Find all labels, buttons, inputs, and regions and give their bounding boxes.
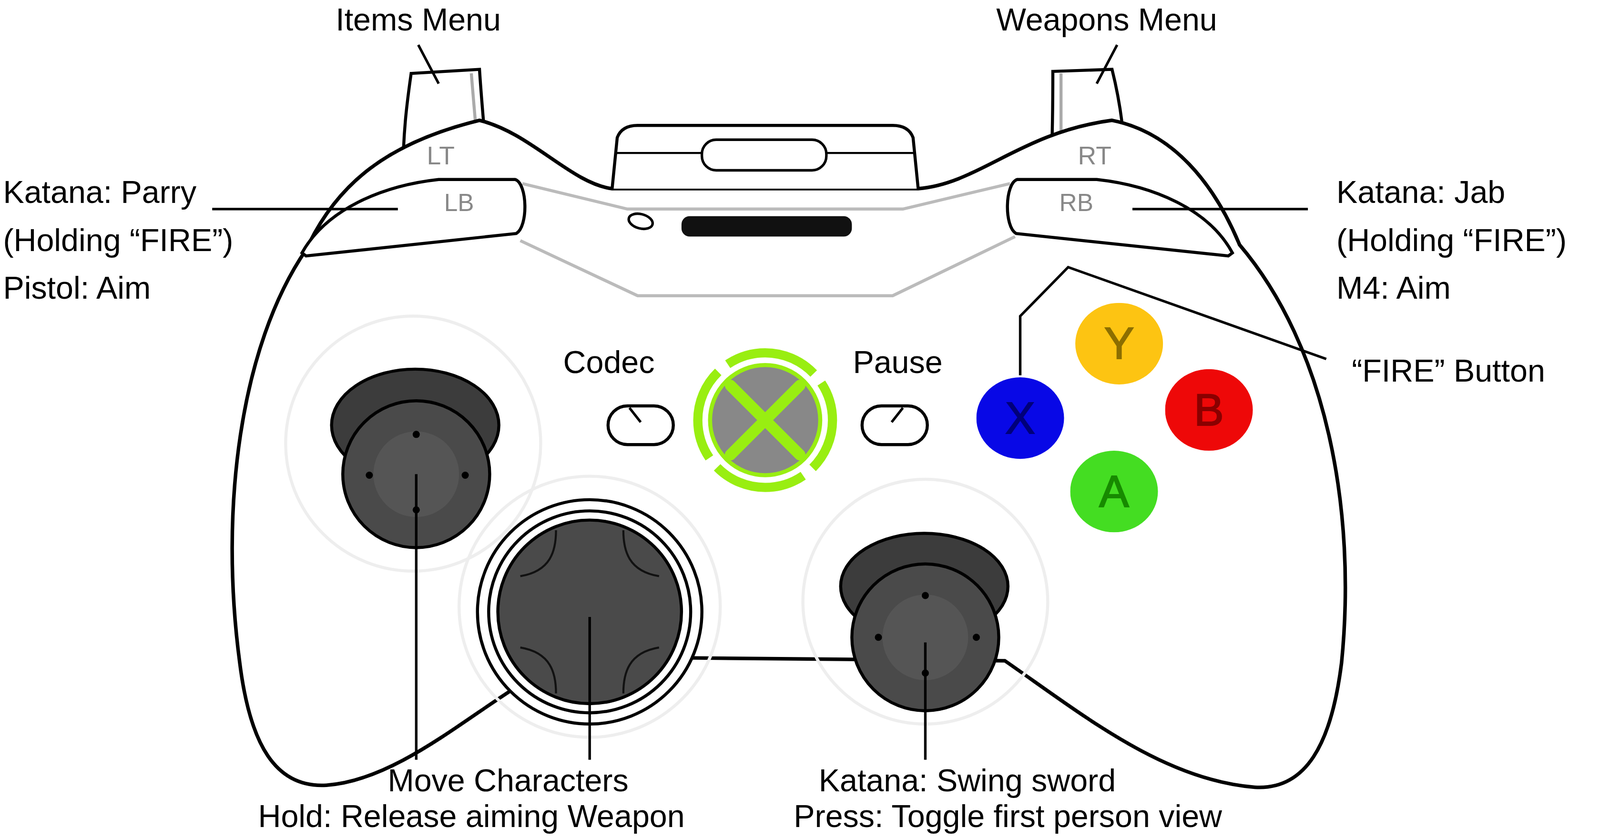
callout-label: Move Characters <box>387 764 629 797</box>
callout-label: Press: Toggle first person view <box>793 800 1223 833</box>
face-button: Y <box>1075 303 1163 385</box>
trigger-button: LT <box>415 139 467 171</box>
callout-label: Hold: Release aiming Weapon <box>258 800 685 833</box>
button-letter: Y <box>1104 321 1135 367</box>
face-button: X <box>976 377 1064 459</box>
callout-label: Katana: Parry <box>2 176 197 208</box>
button-letter: LB <box>444 190 475 215</box>
button-letter: X <box>1005 396 1036 441</box>
bumper-button: LB <box>433 187 485 219</box>
callout-label: (Holding “FIRE”) <box>2 224 234 256</box>
callout-label: Codec <box>563 346 655 379</box>
callout-label: Katana: Swing sword <box>818 764 1116 797</box>
trigger-button: RT <box>1069 139 1121 171</box>
button-letter: RT <box>1078 142 1112 169</box>
button-letter: RB <box>1059 190 1094 215</box>
callout-label: Katana: Jab <box>1336 176 1506 208</box>
callout-label: Pause <box>852 346 943 379</box>
face-button: B <box>1164 369 1253 451</box>
callout-label: “FIRE” Button <box>1351 355 1546 387</box>
bumper-button: RB <box>1050 187 1102 219</box>
callout-label: (Holding “FIRE”) <box>1336 224 1567 256</box>
callout-label: Weapons Menu <box>996 4 1218 36</box>
face-button: A <box>1070 450 1158 533</box>
callout-label: M4: Aim <box>1336 272 1451 305</box>
callout-label: Items Menu <box>335 4 501 36</box>
callout-label: Pistol: Aim <box>2 272 151 305</box>
button-letter: A <box>1099 469 1130 515</box>
button-letter: B <box>1193 387 1224 433</box>
button-letter: LT <box>426 142 455 169</box>
